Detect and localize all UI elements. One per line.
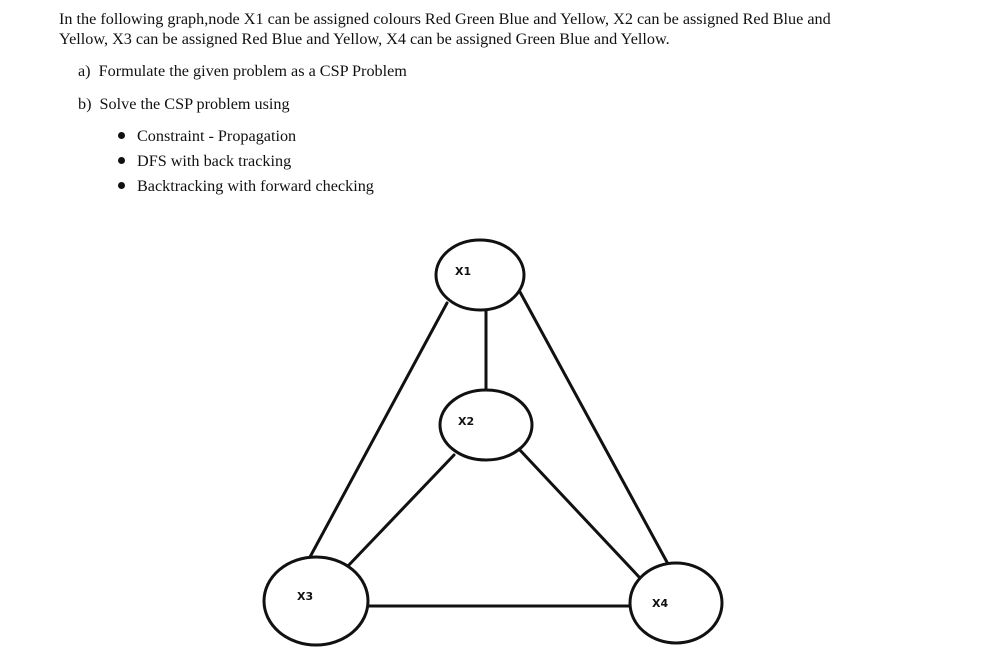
method-label: DFS with back tracking [137,152,292,170]
bullet-icon [118,156,125,164]
question-a: a) Formulate the given problem as a CSP … [78,61,407,81]
edge-x2-x3 [345,453,456,569]
problem-line-2: Yellow, X3 can be assigned Red Blue and … [59,30,670,48]
method-label: Backtracking with forward checking [137,177,374,195]
edge-x2-x4 [516,446,642,580]
node-x4 [628,561,724,645]
node-x4-label: X4 [652,597,668,610]
node-x1 [434,238,526,312]
problem-statement: In the following graph,node X1 can be as… [59,9,959,49]
question-b-text: Solve the CSP problem using [99,95,290,113]
node-x2-label: X2 [458,415,474,428]
edge-x1-x4 [518,290,670,566]
bullet-icon [118,131,125,139]
method-item: Constraint - Propagation [118,126,296,146]
method-label: Constraint - Propagation [137,127,297,145]
method-item: DFS with back tracking [118,151,291,171]
question-a-text: Formulate the given problem as a CSP Pro… [98,62,407,80]
method-item: Backtracking with forward checking [118,176,374,196]
question-b: b) Solve the CSP problem using [78,94,290,114]
node-x1-label: X1 [455,265,471,278]
node-x3-label: X3 [297,590,313,603]
problem-line-1: In the following graph,node X1 can be as… [59,10,831,28]
question-a-label: a) [78,62,91,80]
question-b-label: b) [78,95,92,113]
bullet-icon [118,181,125,189]
node-x3 [262,555,370,647]
node-x2 [438,388,534,462]
edge-x1-x3 [308,301,449,559]
